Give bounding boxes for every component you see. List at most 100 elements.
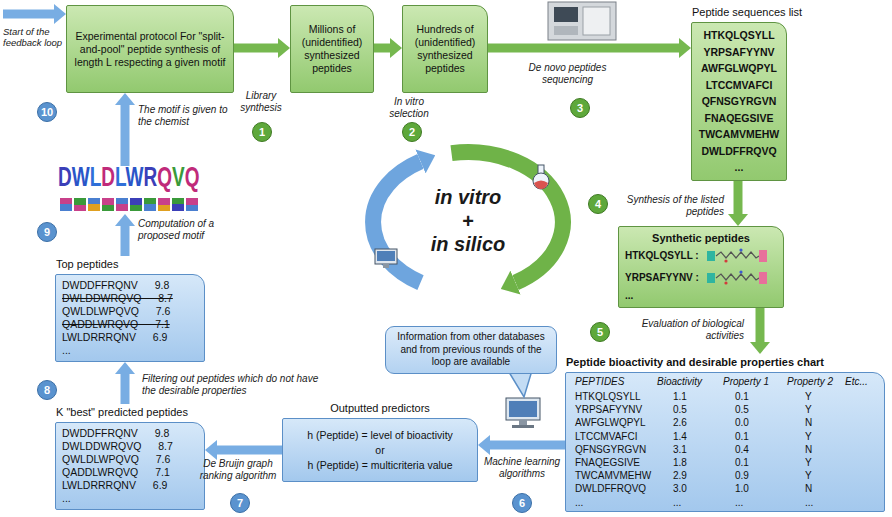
box-text: Millions of (unidentified) synthesized p… [297, 23, 367, 75]
box-heading: Outputted predictors [282, 400, 478, 418]
monitor-stand [383, 264, 389, 268]
table-cell: DWLDFFRQVQ [575, 483, 646, 495]
peptide-sequence: LTCCMVAFCI [706, 77, 773, 94]
logo-bar [102, 205, 114, 211]
motif-logo-stack [60, 198, 198, 211]
peptide-score: LWLDRRRQNV 6.9 [62, 331, 167, 344]
table-header: Property 2 [787, 376, 833, 388]
n-terminus [707, 273, 715, 283]
step-circle: 3 [570, 98, 590, 118]
peptide-score: DWLDDWRQVQ 8.7 [62, 292, 173, 305]
text-row: TWCAMVMEHW [698, 126, 780, 143]
box-heading: Synthetic peptides [652, 231, 750, 245]
table-cell: LTCCMVAFCI [575, 431, 637, 443]
box-shape: DWDDFFRQNV 9.8DWLDDWRQVQ 8.7QWLDLWPQVQ 7… [55, 274, 205, 362]
peptide-sequence: HTKQLQSYLL [703, 27, 774, 44]
table-cell: ... [673, 497, 681, 509]
text-row: QADDLWRQVQ 7.1 [62, 318, 198, 331]
step-number: 8 [44, 384, 50, 396]
peptide-sequence: ... [735, 159, 744, 176]
text-row: YRPSAFYYNV : [625, 267, 777, 289]
text-row: h (Peptide) = multicriteria value [289, 458, 471, 473]
step-circle: 2 [402, 122, 422, 142]
in-silico-arc [373, 161, 420, 282]
table-cell: ... [805, 497, 813, 509]
text-row: Information from other databases and fro… [392, 331, 550, 369]
logo-bar [186, 205, 198, 211]
c-terminus [759, 272, 767, 284]
peptide-score: QADDLWRQVQ 7.1 [62, 466, 170, 479]
text-row: HTKQLQSYLL : [625, 245, 777, 267]
text-row: or [289, 443, 471, 458]
sequencer-photo [548, 2, 616, 40]
peptide-sequence: DWLDFFRQVQ [701, 143, 776, 160]
table-cell: 1.1 [673, 391, 687, 403]
text-row: Hundreds of (unidentified) synthesized p… [409, 23, 481, 75]
predicted-peptides-box: K "best" predicted peptidesDWDDFFRQNV 9.… [55, 404, 205, 510]
peptide-sequence: QFNSGYRGVN [702, 93, 777, 110]
sequencer-screen [554, 7, 578, 22]
step-label: Evaluation of biological activities [626, 318, 744, 341]
table-cell: YRPSAFYYNV [575, 404, 642, 416]
flow-arrow [121, 226, 130, 256]
logo-bar [74, 198, 86, 205]
box-heading: Top peptides [55, 256, 205, 274]
callout-shape: Information from other databases and fro… [385, 326, 557, 374]
table-cell: ... [575, 497, 583, 509]
logo-bar [116, 204, 128, 211]
flow-arrow [374, 44, 390, 53]
table-cell: 3.0 [673, 483, 687, 495]
loop-label: in vitro [408, 186, 528, 209]
box-shape: h (Peptide) = level of bioactivityorh (P… [282, 418, 478, 482]
logo-bar [158, 198, 170, 205]
logo-bar [60, 204, 72, 211]
sequence-list-box: Peptide sequences listHTKQLQSYLLYRPSAFYY… [691, 4, 803, 181]
peptide-structure [707, 269, 767, 287]
table-cell: Y [805, 391, 812, 403]
flow-arrow [488, 44, 679, 53]
step-circle: 6 [512, 493, 532, 513]
flow-arrow [3, 10, 54, 19]
step-circle: 8 [37, 380, 57, 400]
text-row: DWLDDWRQVQ 8.7 [62, 440, 198, 453]
table-cell: FNAQEGSIVE [575, 457, 640, 469]
protocol-box: Experimental protocol For "split-and-poo… [66, 5, 234, 93]
step-note: The motif is given to the chemist [138, 104, 240, 127]
peptide-score: DWDDFFRQNV 9.8 [62, 279, 169, 292]
text-row: Millions of (unidentified) synthesized p… [297, 23, 367, 75]
text-row: ... [62, 344, 198, 357]
atom [724, 259, 727, 262]
step-number: 1 [259, 126, 265, 138]
text-row: AWFGLWQPYL [698, 60, 780, 77]
step-number: 10 [41, 106, 53, 118]
logo-bar [88, 198, 100, 204]
monitor-base [512, 425, 534, 428]
text-row: DWLDFFRQVQ [698, 143, 780, 160]
text-row: YRPSAFYYNV [698, 44, 780, 61]
box-shape: HTKQLQSYLLYRPSAFYYNVAWFGLWQPYLLTCCMVAFCI… [691, 22, 787, 181]
text-row: DWDDFFRQNV 9.8 [62, 427, 198, 440]
flow-arrow [756, 308, 765, 342]
process-box: Hundreds of (unidentified) synthesized p… [402, 5, 488, 93]
box-heading: Peptide bioactivity and desirable proper… [565, 354, 885, 372]
text-row: QADDLWRQVQ 7.1 [62, 466, 198, 479]
table-cell: AWFGLWQPYL [575, 417, 646, 429]
peptide-score: ... [62, 492, 71, 505]
table-cell: 2.9 [673, 470, 687, 482]
table-cell: 0.0 [735, 417, 749, 429]
step-circle: 5 [590, 322, 610, 342]
peptide-sequence: FNAQEGSIVE [705, 110, 774, 127]
logo-bar [158, 205, 170, 211]
box-shape: Millions of (unidentified) synthesized p… [290, 5, 374, 93]
table-cell: Y [805, 431, 812, 443]
step-label: Filtering out peptides which do not have… [142, 373, 332, 396]
logo-bar [130, 198, 142, 205]
peptide-score: LWLDRRRQNV 6.9 [62, 479, 167, 492]
peptide-score: QWLDLWPQVQ 7.6 [62, 305, 170, 318]
text-row: QWLDLWPQVQ 7.6 [62, 305, 198, 318]
step-circle: 10 [37, 102, 57, 122]
process-box: Millions of (unidentified) synthesized p… [290, 5, 374, 93]
logo-bar [144, 198, 156, 204]
monitor-stand [519, 420, 527, 425]
text-row: ... [62, 492, 198, 505]
